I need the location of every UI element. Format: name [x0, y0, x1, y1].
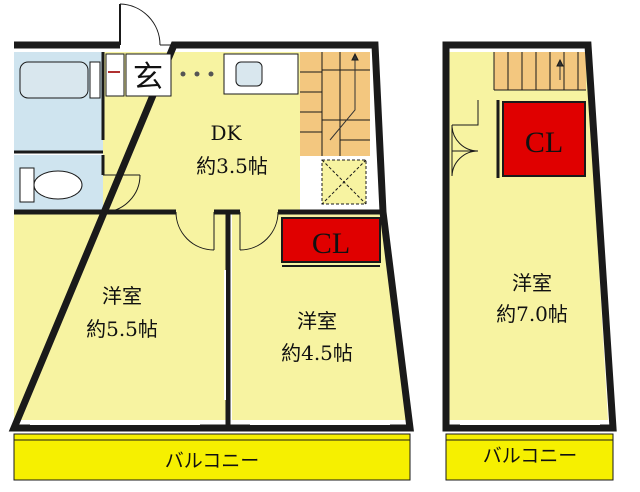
- room-7-0-name: 洋室: [512, 271, 552, 295]
- laundry-dot-1: [180, 71, 186, 77]
- room-4-5-fill: [232, 212, 408, 420]
- toilet-icon: [19, 167, 83, 203]
- floor-1: 玄: [8, 3, 414, 481]
- balcony-1: [13, 433, 411, 481]
- bathtub-icon: [19, 61, 89, 99]
- room-5-5-door: [175, 211, 215, 251]
- room-7-0-size: 約7.0帖: [496, 302, 568, 326]
- stair-landing-fill: [494, 52, 586, 90]
- closet-1: [281, 217, 381, 263]
- laundry-dot-2: [194, 71, 200, 77]
- closet-2-label: CL: [525, 126, 563, 159]
- genkan-label: 玄: [133, 60, 163, 95]
- staircase-upper-icon: [493, 52, 586, 91]
- floor-2: CL 洋室 約7.0帖 バルコニー: [442, 41, 617, 481]
- staircase-fill: [300, 52, 370, 156]
- floor-1-outer-wall-path: [8, 41, 414, 432]
- closet-1-label: CL: [312, 227, 350, 260]
- balcony-2-label: バルコニー: [483, 445, 578, 467]
- shoe-cabinet: [105, 53, 125, 97]
- genkan-area: [125, 53, 172, 97]
- room-5-5-fill: [14, 212, 228, 420]
- entrance-door: [119, 3, 174, 46]
- laundry-dot-3: [208, 71, 214, 77]
- room-4-5-name: 洋室: [297, 309, 337, 333]
- closet-2: [502, 101, 586, 177]
- balcony-2: [445, 433, 614, 481]
- kitchen-sink-icon: [235, 61, 263, 87]
- room-4-5-size: 約4.5帖: [281, 341, 353, 365]
- dk-size-label: 約3.5帖: [196, 154, 268, 178]
- room-4-5-door: [239, 211, 279, 251]
- dk-name-label: DK: [211, 121, 243, 145]
- staircase-icon: [300, 52, 370, 156]
- floor-2-outer-wall: [442, 41, 617, 432]
- room-5-5-name: 洋室: [102, 284, 142, 308]
- room-5-5-size: 約5.5帖: [86, 317, 158, 341]
- balcony-1-label: バルコニー: [165, 450, 260, 472]
